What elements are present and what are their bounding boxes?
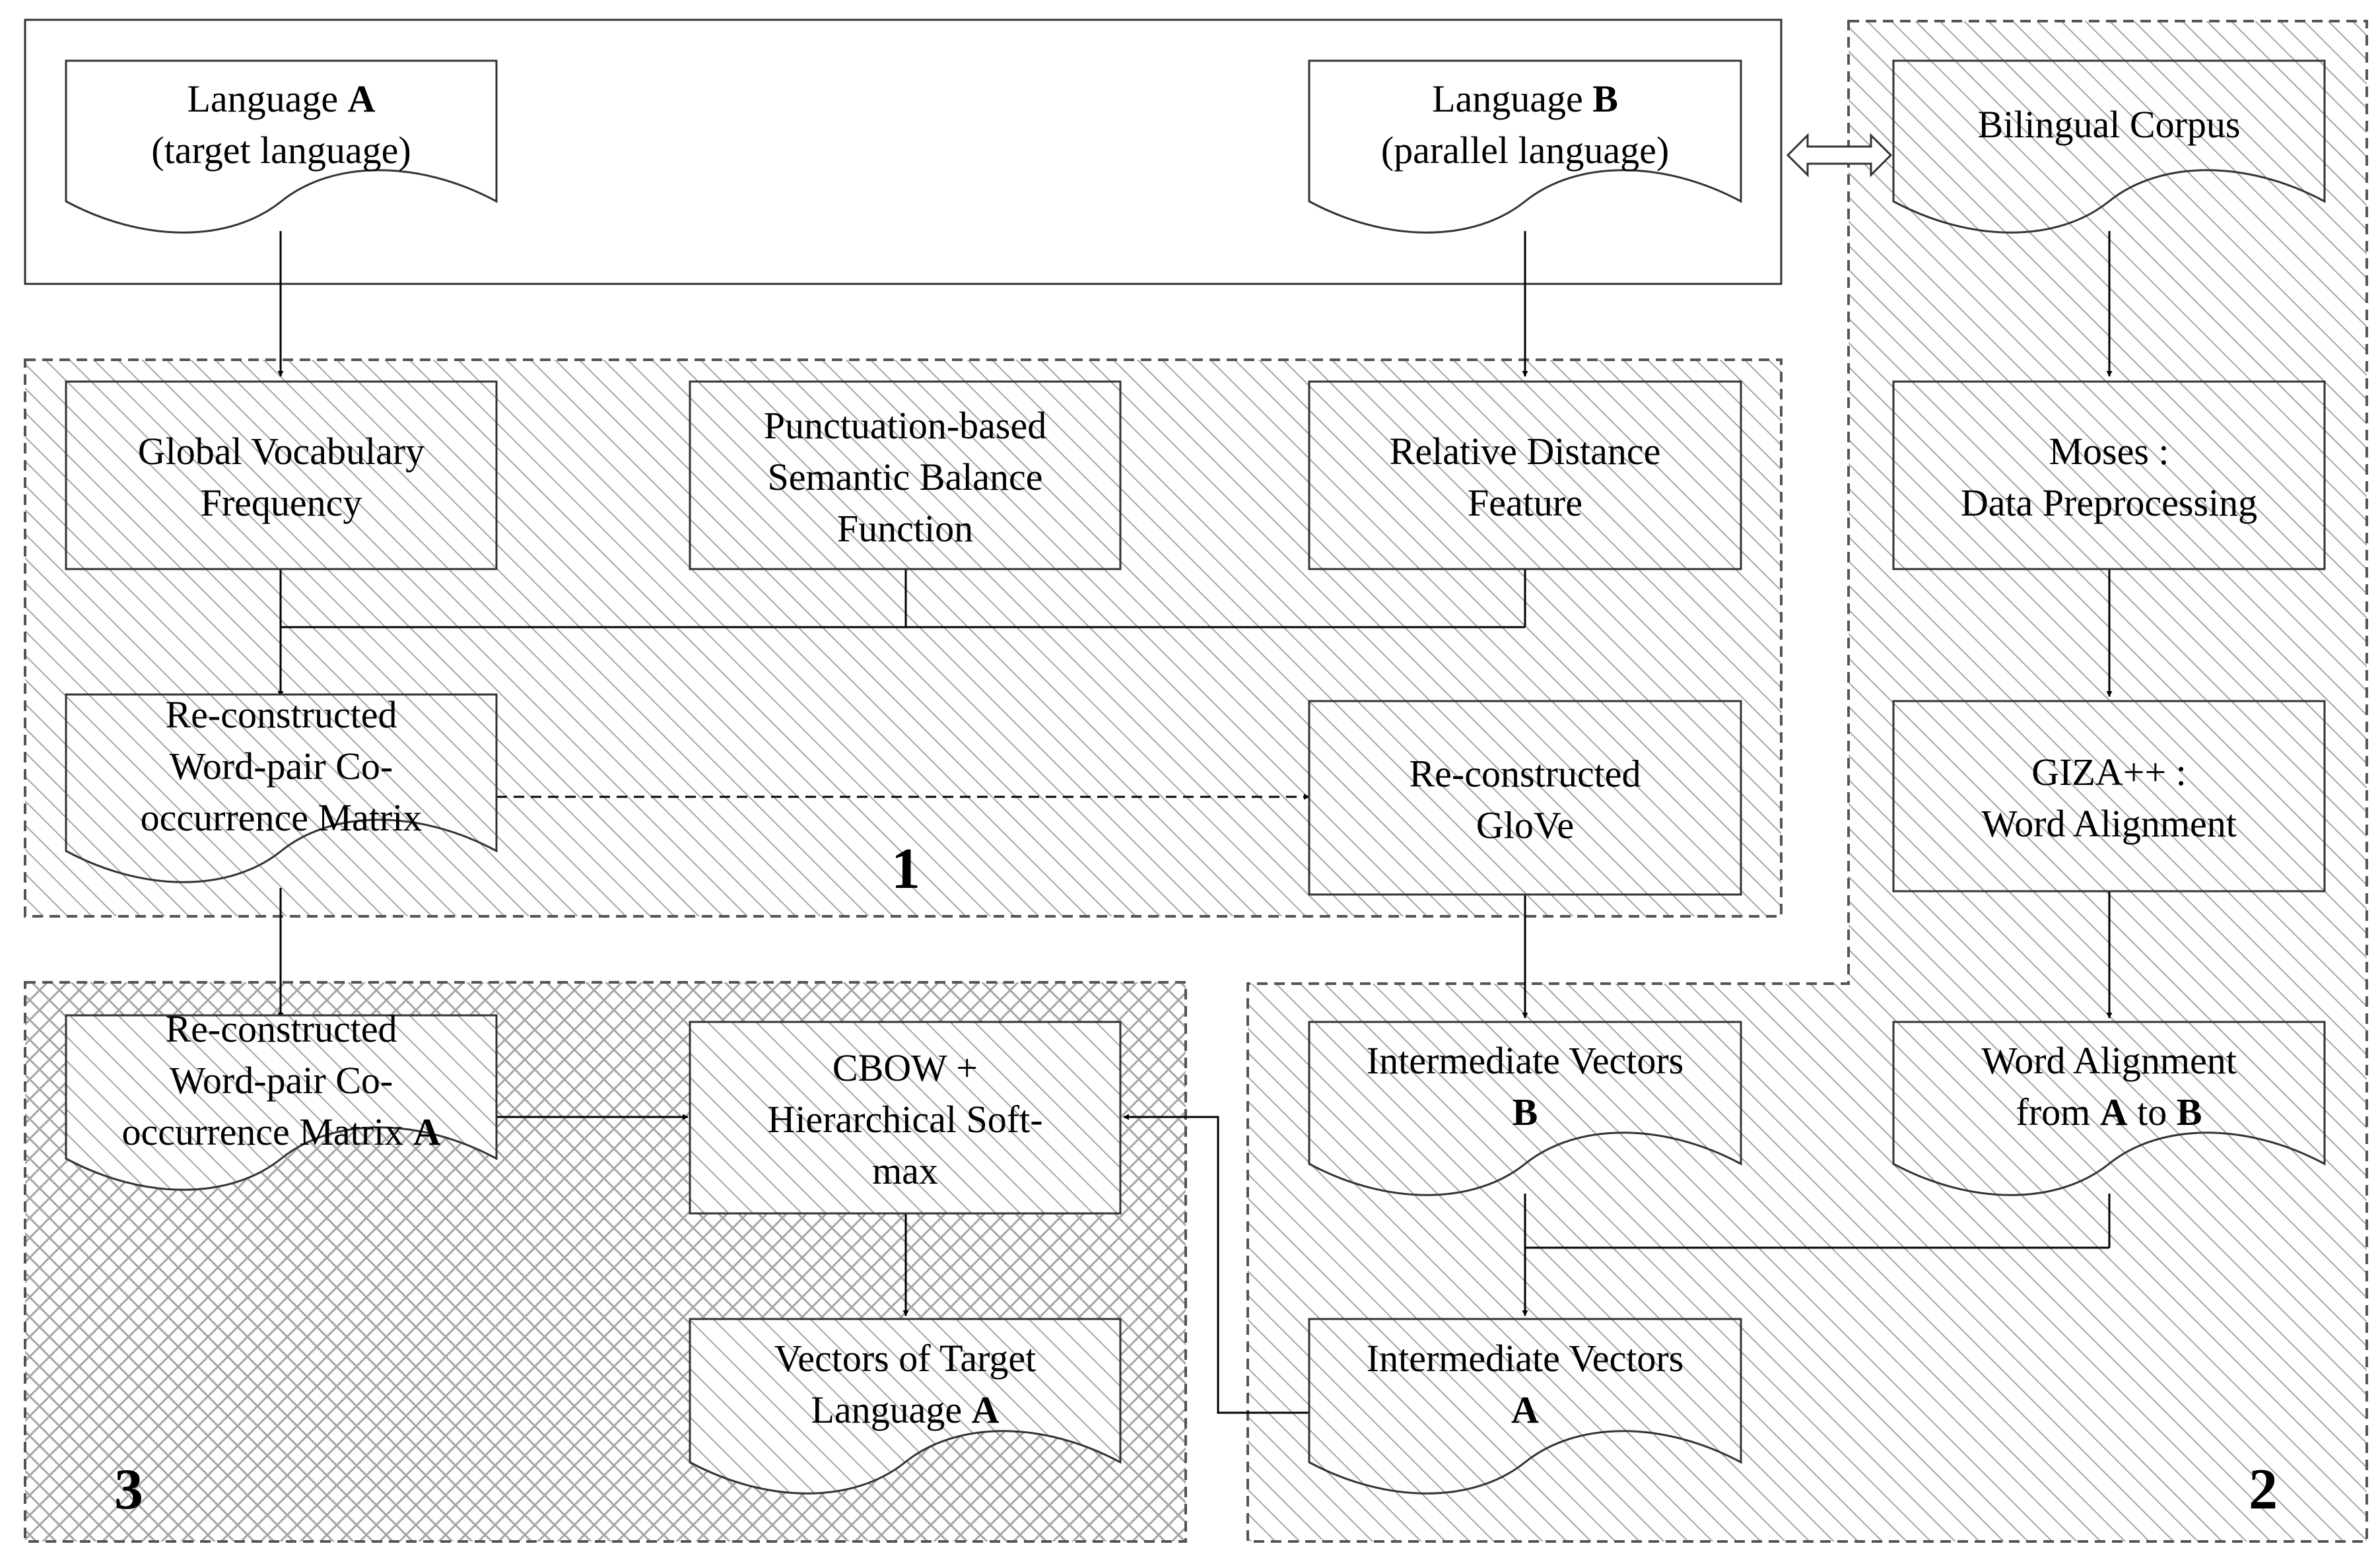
node-label: Language B(parallel language) xyxy=(1381,77,1669,172)
node-shape xyxy=(1892,1021,2326,1196)
region-1-number: 1 xyxy=(891,837,920,901)
node-shape xyxy=(689,1318,1122,1495)
node-shape xyxy=(65,693,498,883)
node-label: Language A(target language) xyxy=(151,77,411,172)
node-shape xyxy=(1308,700,1742,896)
node-shape xyxy=(1308,380,1742,570)
node-shape xyxy=(65,1014,498,1191)
node-lang-b: Language B(parallel language) xyxy=(1308,59,1742,234)
node-shape xyxy=(689,380,1122,570)
node-shape xyxy=(1892,59,2326,234)
connectors xyxy=(277,231,2113,1414)
node-shape xyxy=(689,1021,1122,1215)
node-shape xyxy=(65,380,498,570)
node-bilingual: Bilingual Corpus xyxy=(1892,59,2326,234)
region-3-number: 3 xyxy=(114,1458,143,1522)
node-shape xyxy=(1308,1021,1742,1196)
bidirectional-arrow-icon xyxy=(1786,133,1893,178)
node-label: CBOW +Hierarchical Soft-max xyxy=(767,1046,1042,1192)
node-moses: Moses :Data Preprocessing xyxy=(1892,380,2326,570)
node-giza: GIZA++ :Word Alignment xyxy=(1892,700,2326,893)
node-shape xyxy=(1892,700,2326,893)
node-shape xyxy=(1308,59,1742,234)
node-cbow: CBOW +Hierarchical Soft-max xyxy=(689,1021,1122,1215)
node-lang-a: Language A(target language) xyxy=(65,59,498,234)
node-label: GIZA++ :Word Alignment xyxy=(1981,751,2237,845)
node-shape xyxy=(1308,1318,1742,1495)
arrow-interA-to-cbow xyxy=(1123,1114,1309,1414)
node-label: Bilingual Corpus xyxy=(1978,103,2241,146)
region-2-number: 2 xyxy=(2249,1458,2278,1522)
node-shape xyxy=(65,59,498,234)
node-shape xyxy=(1892,380,2326,570)
node-label: Moses :Data Preprocessing xyxy=(1961,430,2257,524)
